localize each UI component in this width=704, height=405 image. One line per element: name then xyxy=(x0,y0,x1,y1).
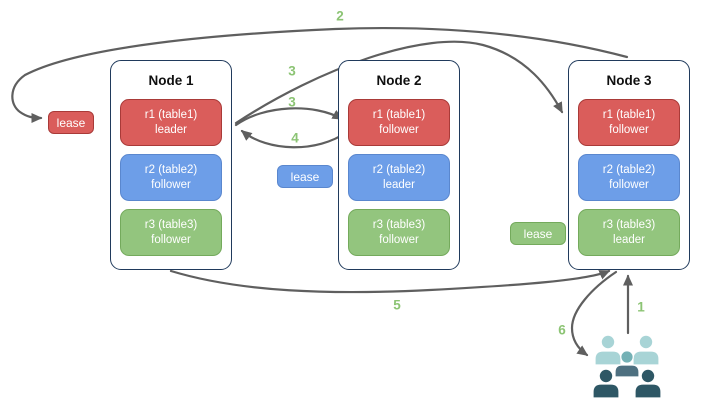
replica-name: r1 (table1) xyxy=(144,108,198,121)
replica-role: follower xyxy=(151,233,191,246)
replica-role: follower xyxy=(609,123,649,136)
replica-node3-r1: r1 (table1) follower xyxy=(578,99,680,146)
replica-node3-r3: r3 (table3) leader xyxy=(578,209,680,256)
replica-role: leader xyxy=(155,123,187,136)
replica-role: follower xyxy=(151,178,191,191)
step-label-1: 1 xyxy=(637,299,645,315)
replica-name: r3 (table3) xyxy=(372,218,426,231)
replica-name: r1 (table1) xyxy=(602,108,656,121)
replica-node1-r3: r3 (table3) follower xyxy=(120,209,222,256)
replica-node1-r2: r2 (table2) follower xyxy=(120,154,222,201)
node-3: Node 3 r1 (table1) follower r2 (table2) … xyxy=(568,60,690,270)
node-title: Node 1 xyxy=(148,73,194,88)
replica-node2-r3: r3 (table3) follower xyxy=(348,209,450,256)
arrow-step-3-to-node2 xyxy=(234,107,344,127)
step-label-4: 4 xyxy=(291,130,299,146)
step-label-5: 5 xyxy=(393,297,401,313)
replica-node1-r1: r1 (table1) leader xyxy=(120,99,222,146)
replica-role: leader xyxy=(383,178,415,191)
replica-name: r1 (table1) xyxy=(372,108,426,121)
replica-name: r2 (table2) xyxy=(602,163,656,176)
replica-name: r2 (table2) xyxy=(372,163,426,176)
replica-role: follower xyxy=(379,233,419,246)
replica-node2-r2: r2 (table2) leader xyxy=(348,154,450,201)
replica-role: follower xyxy=(609,178,649,191)
replica-name: r3 (table3) xyxy=(144,218,198,231)
replica-node2-r1: r1 (table1) follower xyxy=(348,99,450,146)
replica-role: follower xyxy=(379,123,419,136)
arrow-step-2 xyxy=(11,26,629,123)
replica-name: r2 (table2) xyxy=(144,163,198,176)
replica-node3-r2: r2 (table2) follower xyxy=(578,154,680,201)
step-label-3-lower: 3 xyxy=(288,94,296,110)
arrow-step-5 xyxy=(169,269,611,294)
users-group-icon xyxy=(592,332,664,399)
replica-name: r3 (table3) xyxy=(602,218,656,231)
lease-badge-blue: lease xyxy=(277,165,333,188)
node-title: Node 2 xyxy=(376,73,422,88)
step-label-6: 6 xyxy=(558,322,566,338)
step-label-3-upper: 3 xyxy=(288,63,296,79)
lease-badge-green: lease xyxy=(510,222,566,245)
lease-badge-red: lease xyxy=(48,111,94,134)
node-1: Node 1 r1 (table1) leader r2 (table2) fo… xyxy=(110,60,232,270)
node-2: Node 2 r1 (table1) follower r2 (table2) … xyxy=(338,60,460,270)
replica-role: leader xyxy=(613,233,645,246)
step-label-2: 2 xyxy=(336,8,344,24)
node-title: Node 3 xyxy=(606,73,652,88)
